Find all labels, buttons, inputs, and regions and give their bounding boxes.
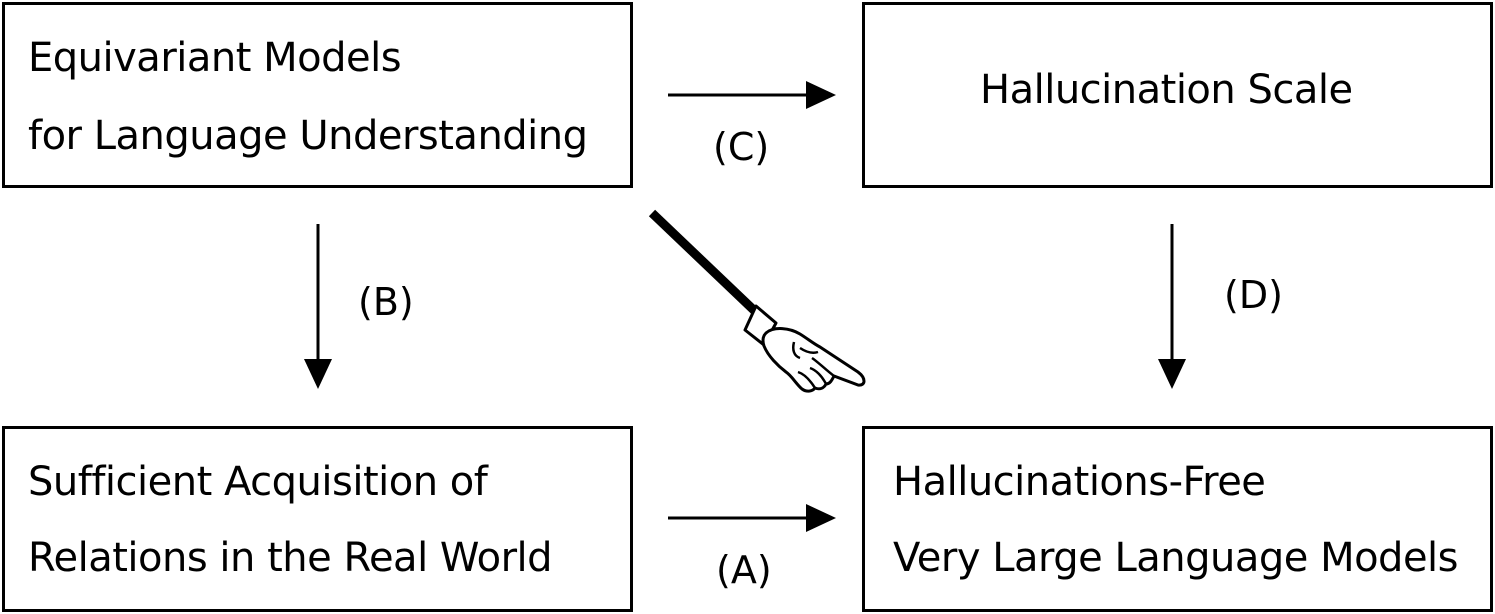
box-hallucination-scale — [862, 2, 1493, 188]
box-hallucinations-free-line1: Hallucinations-Free — [893, 459, 1266, 505]
arrow-label-a: (A) — [716, 548, 772, 592]
box-hallucinations-free-line2: Very Large Language Models — [893, 535, 1459, 581]
box-equivariant-models — [2, 2, 633, 188]
box-sufficient-acquisition — [2, 426, 633, 612]
box-equivariant-models-line1: Equivariant Models — [28, 35, 402, 81]
arrow-b — [304, 224, 332, 389]
arrow-label-d: (D) — [1224, 273, 1283, 317]
pointing-hand-icon — [648, 209, 866, 393]
arrow-label-b: (B) — [358, 280, 414, 324]
box-sufficient-acquisition-line2: Relations in the Real World — [28, 535, 553, 581]
arrow-c — [668, 81, 836, 109]
arrow-a — [668, 504, 836, 532]
box-sufficient-acquisition-line1: Sufficient Acquisition of — [28, 459, 488, 505]
box-equivariant-models-line2: for Language Understanding — [28, 113, 588, 159]
box-hallucinations-free — [862, 426, 1493, 612]
box-hallucination-scale-line1: Hallucination Scale — [980, 67, 1353, 113]
arrow-d — [1158, 224, 1186, 389]
arrow-label-c: (C) — [713, 125, 770, 169]
